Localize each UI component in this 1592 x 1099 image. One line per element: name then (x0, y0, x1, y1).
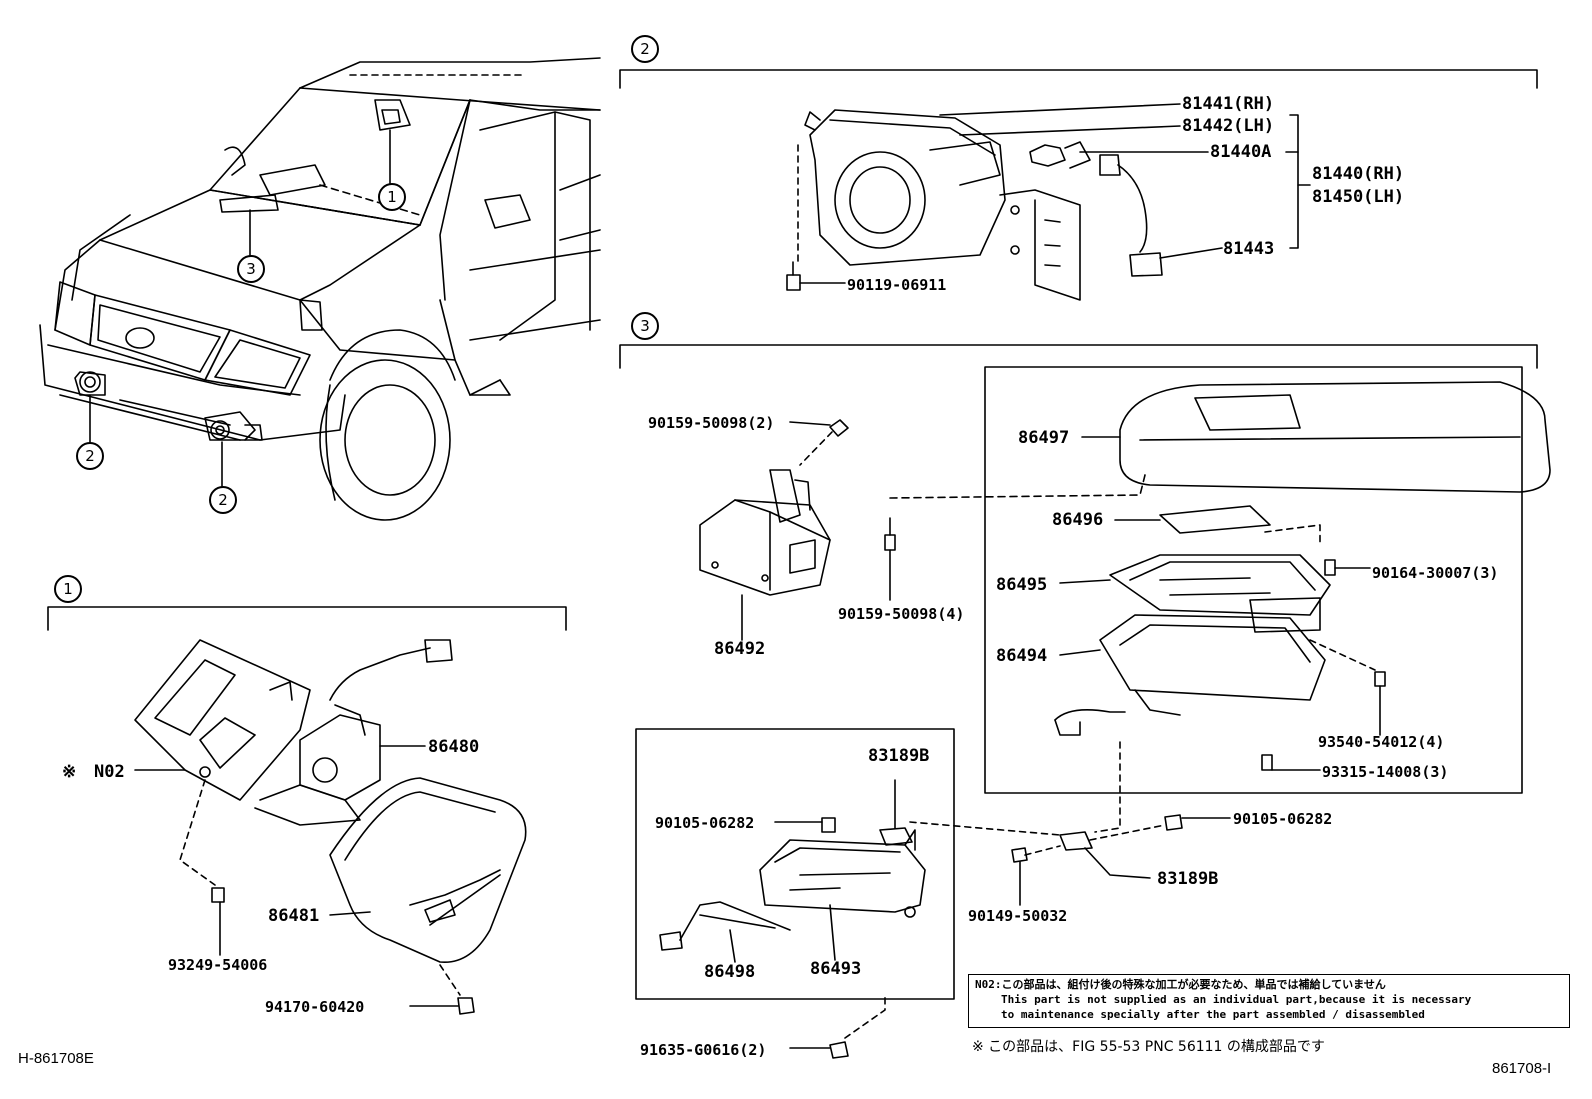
note-line-japanese: N02:この部品は、組付け後の特殊な加工が必要なため、単品では補給していません (975, 978, 1386, 991)
part-label-90149-50032: 90149-50032 (968, 907, 1068, 925)
part-label-90164-30007: 90164-30007(3) (1372, 564, 1499, 582)
fog-lamp-illustration (786, 103, 1311, 301)
part-label-86498: 86498 (704, 962, 756, 982)
part-label-86495: 86495 (996, 575, 1048, 595)
sensor-illustration (134, 639, 527, 1015)
part-label-81441: 81441(RH) (1182, 94, 1275, 114)
callout-2-vehicle-right: 2 (209, 486, 237, 514)
part-label-91635-G0616: 91635-G0616(2) (640, 1041, 767, 1059)
part-label-86494: 86494 (996, 646, 1048, 666)
part-label-81440: 81440(RH) (1312, 164, 1405, 184)
part-label-93249-54006: 93249-54006 (168, 956, 268, 974)
section-1-frame (47, 606, 567, 631)
note-line-english-1: This part is not supplied as an individu… (1001, 993, 1472, 1006)
section-2-marker: 2 (631, 35, 659, 63)
callout-3-vehicle: 3 (237, 255, 265, 283)
console-illustration (659, 381, 1551, 1059)
part-label-90105-06282-right: 90105-06282 (1233, 810, 1333, 828)
part-label-N02: N02 (94, 762, 125, 782)
part-label-81450: 81450(LH) (1312, 187, 1405, 207)
part-label-93540-54012: 93540-54012(4) (1318, 733, 1445, 751)
part-label-90119-06911: 90119-06911 (847, 276, 947, 294)
part-label-90105-06282-left: 90105-06282 (655, 814, 755, 832)
part-label-83189B-lower: 83189B (1157, 869, 1219, 889)
part-label-86497: 86497 (1018, 428, 1070, 448)
part-label-86480: 86480 (428, 737, 480, 757)
note-line-english-2: to maintenance specially after the part … (1001, 1008, 1425, 1021)
n02-note-box: N02:この部品は、組付け後の特殊な加工が必要なため、単品では補給していません … (968, 974, 1570, 1028)
part-label-81442: 81442(LH) (1182, 116, 1275, 136)
figure-code-left: H-861708E (18, 1050, 94, 1067)
callout-1-vehicle: 1 (378, 183, 406, 211)
callout-2-vehicle-left: 2 (76, 442, 104, 470)
part-label-86496: 86496 (1052, 510, 1104, 530)
reference-footnote: ※ この部品は、FIG 55-53 PNC 56111 の構成部品です (972, 1039, 1325, 1055)
part-label-90159-50098-2: 90159-50098(2) (648, 414, 775, 432)
part-label-86481: 86481 (268, 906, 320, 926)
part-label-81443: 81443 (1223, 239, 1275, 259)
figure-code-right: 861708-I (1492, 1060, 1552, 1077)
section-2-frame (619, 69, 1538, 89)
part-label-90159-50098-4: 90159-50098(4) (838, 605, 965, 623)
part-label-81440A: 81440A (1210, 142, 1272, 162)
part-label-94170-60420: 94170-60420 (265, 998, 365, 1016)
n02-note-marker: ※ (62, 762, 77, 782)
part-label-86493: 86493 (810, 959, 862, 979)
part-label-86492: 86492 (714, 639, 766, 659)
section-1-marker: 1 (54, 575, 82, 603)
part-label-93315-14008: 93315-14008(3) (1322, 763, 1449, 781)
section-3-frame (619, 344, 1538, 1000)
vehicle-illustration (39, 57, 601, 521)
section-3-marker: 3 (631, 312, 659, 340)
part-label-83189B-upper: 83189B (868, 746, 930, 766)
